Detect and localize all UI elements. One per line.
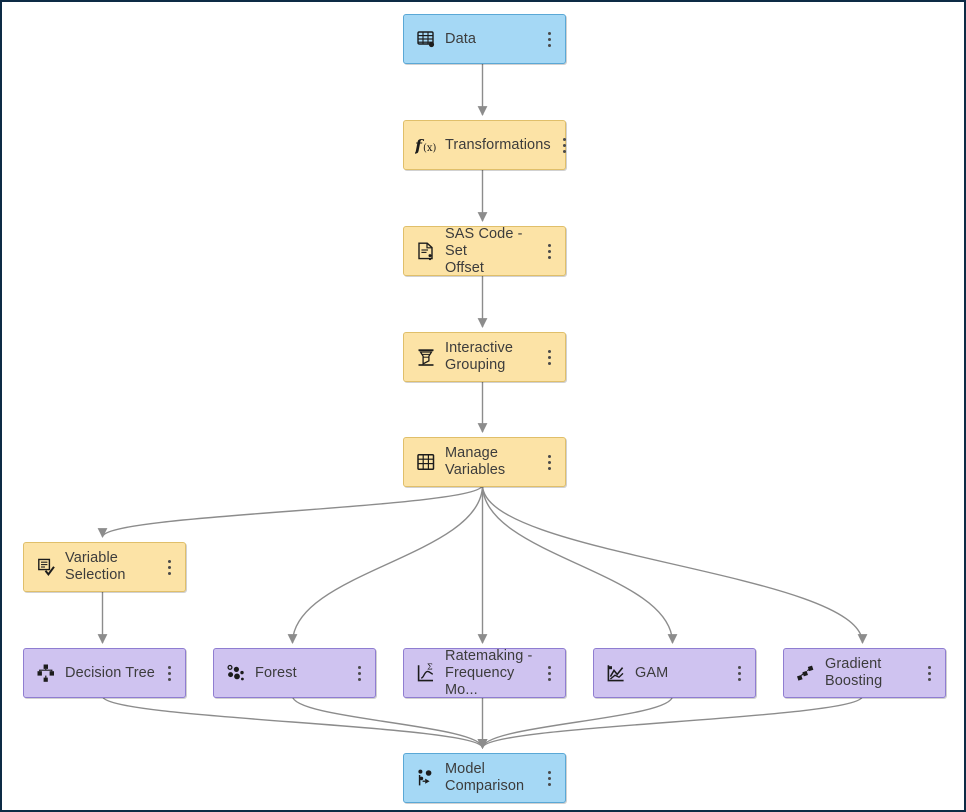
node-menu-kebab-icon[interactable]: [729, 658, 749, 688]
node-decision-tree[interactable]: Decision Tree: [23, 648, 186, 698]
edge-decision-tree-to-model-comparison: [103, 696, 483, 748]
edge-gam-to-model-comparison: [483, 696, 673, 748]
svg-text:(x): (x): [423, 143, 437, 154]
node-menu-kebab-icon[interactable]: [539, 658, 559, 688]
gradient-boosting-icon: [795, 662, 817, 684]
node-transformations[interactable]: f(x) Transformations: [403, 120, 566, 170]
node-label: Forest: [255, 665, 349, 682]
node-model-comparison[interactable]: Model Comparison: [403, 753, 566, 803]
node-menu-kebab-icon[interactable]: [159, 552, 179, 582]
node-menu-kebab-icon[interactable]: [539, 236, 559, 266]
model-comparison-icon: [415, 767, 437, 789]
node-label: Decision Tree: [65, 665, 159, 682]
node-manage-variables[interactable]: Manage Variables: [403, 437, 566, 487]
node-label: SAS Code - Set Offset: [445, 226, 539, 277]
forest-icon: [225, 662, 247, 684]
node-menu-kebab-icon[interactable]: [159, 658, 179, 688]
node-interactive-grouping[interactable]: Interactive Grouping: [403, 332, 566, 382]
line-chart-icon: [605, 662, 627, 684]
node-label: Gradient Boosting: [825, 656, 919, 690]
database-icon: [415, 28, 437, 50]
node-ratemaking[interactable]: Σ Ratemaking - Frequency Mo...: [403, 648, 566, 698]
node-label: Data: [445, 31, 539, 48]
document-check-icon: [35, 556, 57, 578]
node-forest[interactable]: Forest: [213, 648, 376, 698]
node-menu-kebab-icon[interactable]: [539, 342, 559, 372]
node-menu-kebab-icon[interactable]: [539, 447, 559, 477]
node-label: Transformations: [445, 137, 555, 154]
edge-forest-to-model-comparison: [293, 696, 483, 748]
node-label: Interactive Grouping: [445, 340, 539, 374]
edge-gradient-boosting-to-model-comparison: [483, 696, 863, 748]
node-menu-kebab-icon[interactable]: [539, 24, 559, 54]
decision-tree-icon: [35, 662, 57, 684]
edge-manage-variables-to-variable-selection: [103, 485, 483, 537]
node-menu-kebab-icon[interactable]: [539, 763, 559, 793]
edge-manage-variables-to-gradient-boosting: [483, 485, 863, 643]
node-menu-kebab-icon[interactable]: [919, 658, 939, 688]
node-label: Model Comparison: [445, 761, 539, 795]
edge-manage-variables-to-gam: [483, 485, 673, 643]
node-variable-selection[interactable]: Variable Selection: [23, 542, 186, 592]
grouping-icon: [415, 346, 437, 368]
node-menu-kebab-icon[interactable]: [555, 130, 575, 160]
table-grid-icon: [415, 451, 437, 473]
node-data[interactable]: Data: [403, 14, 566, 64]
node-gradient-boosting[interactable]: Gradient Boosting: [783, 648, 946, 698]
node-gam[interactable]: GAM: [593, 648, 756, 698]
edge-manage-variables-to-forest: [293, 485, 483, 643]
node-label: Variable Selection: [65, 550, 159, 584]
node-label: GAM: [635, 665, 729, 682]
node-sas-code[interactable]: SAS Code - Set Offset: [403, 226, 566, 276]
svg-text:Σ: Σ: [427, 663, 433, 671]
node-label: Manage Variables: [445, 445, 539, 479]
node-label: Ratemaking - Frequency Mo...: [445, 648, 539, 699]
sigma-chart-icon: Σ: [415, 662, 437, 684]
code-document-icon: [415, 240, 437, 262]
function-icon: f(x): [415, 134, 437, 156]
node-menu-kebab-icon[interactable]: [349, 658, 369, 688]
